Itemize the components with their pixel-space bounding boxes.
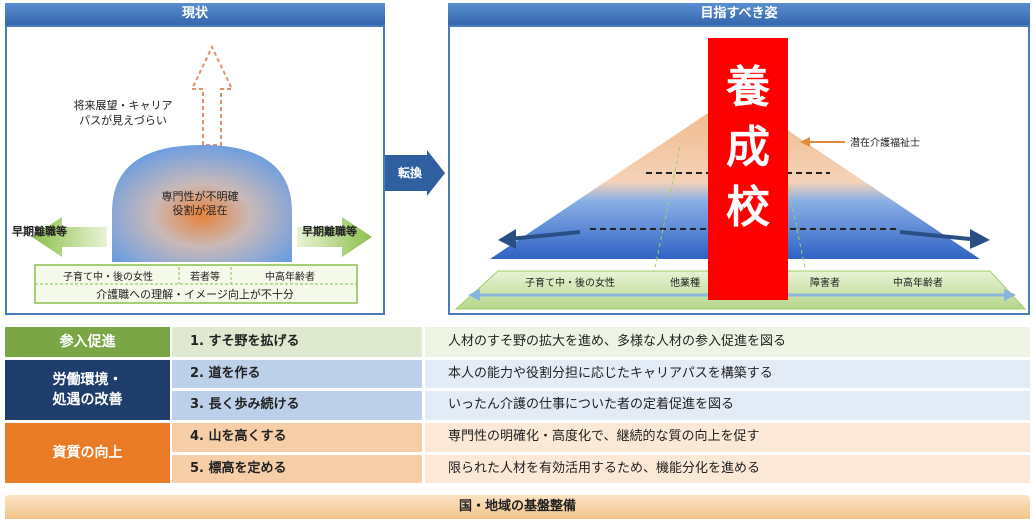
- item-label-5: 5. 標高を定める: [190, 461, 287, 476]
- dome-label: 専門性が不明確 役割が混在: [145, 190, 255, 218]
- early-leave-left-label: 早期離職等: [12, 225, 67, 238]
- early-leave-left-arrow: [32, 217, 107, 257]
- group-middle-aged: 中高年齢者: [265, 272, 315, 283]
- transition-arrow: [385, 150, 445, 196]
- item-row-5: [172, 455, 422, 483]
- item-row-4: [172, 423, 422, 452]
- category-work-environment: 労働環境・ 処遇の改善: [5, 360, 170, 420]
- current-state-illustration: [32, 44, 372, 304]
- infrastructure-footer: 国・地域の基盤整備: [5, 495, 1030, 519]
- category-quality: 資質の向上: [5, 423, 170, 483]
- early-leave-right-label: 早期離職等: [302, 225, 357, 238]
- group-women: 子育て中・後の女性: [63, 272, 153, 283]
- category-work-environment-line2: 処遇の改善: [52, 392, 123, 408]
- item-desc-3: いったん介護の仕事についた者の定着促進を図る: [448, 397, 735, 412]
- early-leave-right-arrow: [297, 217, 372, 257]
- item-desc-4: 専門性の明確化・高度化で、継続的な質の向上を促す: [448, 429, 760, 444]
- target-group-middle-aged: 中高年齢者: [893, 278, 943, 289]
- item-label-2: 2. 道を作る: [190, 366, 261, 381]
- target-group-women: 子育て中・後の女性: [525, 278, 615, 289]
- career-up-arrow: [190, 44, 234, 146]
- target-group-disabled: 障害者: [810, 278, 840, 289]
- current-state-panel: [5, 25, 385, 315]
- category-work-environment-line1: 労働環境・: [52, 372, 123, 388]
- current-state-title: 現状: [5, 3, 385, 25]
- target-state-title: 目指すべき姿: [448, 3, 1030, 25]
- spread-right-arrow: [899, 230, 971, 241]
- item-row-3: [172, 391, 422, 420]
- career-note: 将来展望・キャリア パスが見えづらい: [48, 98, 198, 128]
- item-desc-1: 人材のすそ野の拡大を進め、多様な人材の参入促進を図る: [448, 334, 787, 349]
- desc-row-4: [425, 423, 1030, 452]
- desc-row-2: [425, 360, 1030, 388]
- desc-row-5: [425, 455, 1030, 483]
- overlay-char-2: 成: [726, 122, 770, 173]
- group-youth: 若者等: [190, 272, 220, 283]
- item-row-2: [172, 360, 422, 388]
- career-note-line1: 将来展望・キャリア: [73, 99, 173, 112]
- item-row-1: [172, 327, 422, 357]
- understanding-note: 介護職への理解・イメージ向上が不十分: [96, 288, 294, 301]
- spread-left-arrow: [509, 230, 581, 241]
- item-label-1: 1. すそ野を拡げる: [190, 334, 300, 349]
- training-school-overlay: 養 成 校: [708, 38, 788, 300]
- item-label-4: 4. 山を高くする: [190, 429, 287, 444]
- desc-row-1: [425, 327, 1030, 357]
- dome-label-line2: 役割が混在: [172, 204, 228, 217]
- item-desc-2: 本人の能力や役割分担に応じたキャリアパスを構築する: [448, 366, 773, 381]
- dome-label-line1: 専門性が不明確: [161, 190, 239, 203]
- item-desc-5: 限られた人材を有効活用するため、機能分化を進める: [448, 461, 761, 476]
- overlay-char-1: 養: [726, 62, 770, 113]
- item-label-3: 3. 長く歩み続ける: [190, 397, 300, 412]
- overlay-char-3: 校: [726, 182, 770, 233]
- category-participation: 参入促進: [5, 327, 170, 357]
- career-note-line2: パスが見えづらい: [79, 114, 167, 127]
- target-group-other-industry: 他業種: [670, 278, 700, 289]
- potential-worker-label: 潜在介護福祉士: [850, 138, 920, 149]
- desc-row-3: [425, 391, 1030, 420]
- transition-label: 転換: [397, 166, 422, 180]
- worker-dome: [112, 145, 292, 262]
